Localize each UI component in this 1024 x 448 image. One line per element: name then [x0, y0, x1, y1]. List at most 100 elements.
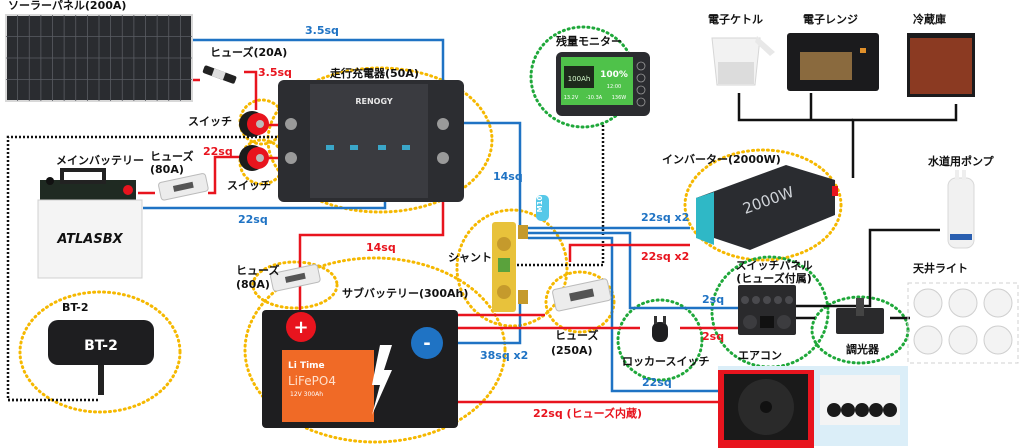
solar-panel	[5, 14, 193, 102]
sub-battery-negative-terminal	[411, 327, 443, 359]
fuse-80a-main-label: ヒューズ	[150, 150, 194, 163]
group-ring-fuse-80a-sub	[251, 260, 339, 310]
monitor-time: 12:00	[607, 84, 621, 90]
solar-panel-label: ソーラーパネル(200A)	[8, 0, 127, 12]
sub-battery-brand: Li Time	[288, 361, 325, 371]
monitor-power: 136W	[612, 95, 627, 101]
monitor-down-button-icon[interactable]	[636, 85, 646, 95]
kettle	[711, 36, 775, 86]
fuse-80a-main-rating: (80A)	[150, 163, 184, 176]
switch-panel-label-line2: (ヒューズ付属)	[736, 271, 812, 285]
switch-panel	[738, 285, 796, 335]
wire-label-aircon-positive: 22sq (ヒューズ内蔵)	[533, 407, 643, 420]
inverter: 2000W	[696, 165, 838, 250]
fridge-label: 冷蔵庫	[913, 13, 946, 26]
group-ring-rocker	[616, 298, 704, 382]
battery-monitor-label: 残量モニター	[556, 35, 622, 48]
ceiling-light	[983, 288, 1013, 318]
wire-label-aircon-negative: 22sq	[642, 376, 672, 389]
fuse-80a-main	[158, 173, 209, 201]
wire-label-panel-negative: 2sq	[702, 293, 725, 306]
wire-panel-negative	[528, 231, 740, 310]
ceiling-light	[913, 288, 943, 318]
main-battery-label: メインバッテリー	[56, 154, 144, 167]
fuse-250a-rating: (250A)	[551, 344, 593, 357]
group-ring-fuse-250a	[544, 270, 616, 334]
wire-label-solar-positive: 3.5sq	[258, 66, 292, 79]
ceiling-light	[948, 325, 978, 355]
panel-switch[interactable]	[774, 296, 782, 304]
wire-label-charger-negative: 14sq	[493, 170, 523, 183]
wire-inverter-positive	[568, 243, 690, 262]
sub-battery-chem: LiFePO4	[288, 374, 336, 388]
water-pump	[947, 170, 975, 249]
group-ring-bt2	[18, 290, 182, 414]
panel-switch[interactable]	[752, 296, 760, 304]
signal-wire-monitor-shunt	[516, 125, 605, 267]
fridge	[907, 33, 975, 97]
fuse-20a	[202, 65, 237, 84]
rocker-switch-label: ロッカースイッチ	[622, 355, 710, 368]
switch-bottom	[239, 145, 269, 171]
sub-battery-spec: 12V 300Ah	[290, 391, 323, 398]
shunt-tag	[536, 195, 549, 221]
wire-fuse-switch-bottom	[208, 155, 240, 195]
switch-bottom-label: スイッチ	[227, 179, 271, 192]
monitor-capacity: 100Ah	[568, 75, 591, 83]
wire-label-panel-positive: 2sq	[702, 330, 725, 343]
dc-charger-label: 走行充電器(50A)	[330, 67, 419, 80]
wire-aircon-negative	[528, 236, 718, 393]
sub-battery-positive-terminal	[286, 312, 316, 342]
group-ring-shunt	[455, 208, 569, 328]
microwave-label: 電子レンジ	[803, 13, 858, 26]
shunt: M10	[492, 195, 549, 312]
monitor-set-button-icon[interactable]	[636, 97, 646, 107]
fuse-20a-label: ヒューズ(20A)	[210, 46, 288, 59]
monitor-percent: 100%	[600, 70, 628, 80]
microwave	[787, 33, 879, 91]
panel-switch[interactable]	[763, 296, 771, 304]
bt2-label: BT-2	[62, 301, 89, 314]
monitor-back-button-icon[interactable]	[636, 61, 646, 71]
battery-monitor: 100Ah 100% 12:00 13.2V -10.3A 136W	[556, 52, 650, 116]
wire-label-battery-negative: 38sq x2	[480, 349, 529, 362]
ceiling-light	[983, 325, 1013, 355]
switch-panel-label: スイッチパネル (ヒューズ付属)	[735, 259, 813, 285]
wire-label-inverter-positive: 22sq x2	[641, 250, 690, 263]
fuse-250a-label: ヒューズ	[555, 329, 599, 342]
inverter-label: インバーター(2000W)	[662, 153, 781, 166]
switch-top-label: スイッチ	[188, 115, 232, 128]
panel-switch[interactable]	[741, 296, 749, 304]
sub-battery-label: サブバッテリー(300Ah)	[342, 287, 469, 300]
kettle-label: 電子ケトル	[708, 13, 763, 26]
ceiling-lights-label: 天井ライト	[913, 262, 968, 275]
fuse-80a-sub	[270, 264, 321, 292]
water-pump-label: 水道用ポンプ	[928, 155, 994, 168]
ac-wire-kettle	[737, 93, 853, 122]
bt2-module: BT-2	[48, 320, 154, 395]
dimmer	[836, 298, 884, 334]
ceiling-light	[948, 288, 978, 318]
monitor-voltage: 13.2V	[564, 95, 579, 101]
signal-wire-bt2-charger	[6, 135, 320, 402]
ac-wire-fridge	[851, 104, 958, 178]
wire-charger-negative-shunt	[443, 121, 522, 230]
fuse-80a-sub-rating: (80A)	[236, 278, 270, 291]
panel-switch[interactable]	[785, 296, 793, 304]
monitor-current: -10.3A	[586, 95, 603, 101]
monitor-up-button-icon[interactable]	[636, 73, 646, 83]
wire-solar-fuse-positive	[244, 70, 258, 110]
wire-label-inverter-negative: 22sq x2	[641, 211, 690, 224]
switch-panel-label-line1: スイッチパネル	[735, 259, 813, 272]
air-conditioner	[718, 366, 908, 448]
rocker-switch	[652, 316, 668, 342]
shunt-tag-text: M10	[536, 196, 544, 213]
shunt-label: シャント	[448, 251, 492, 264]
dimmer-label: 調光器	[846, 343, 879, 356]
negative-symbol: -	[423, 333, 430, 354]
bt2-device-text: BT-2	[84, 338, 118, 354]
load-wire-panel-dimmer	[795, 228, 940, 308]
main-battery-brand: ATLASBX	[56, 232, 123, 247]
wire-label-main-positive: 22sq	[203, 145, 233, 158]
